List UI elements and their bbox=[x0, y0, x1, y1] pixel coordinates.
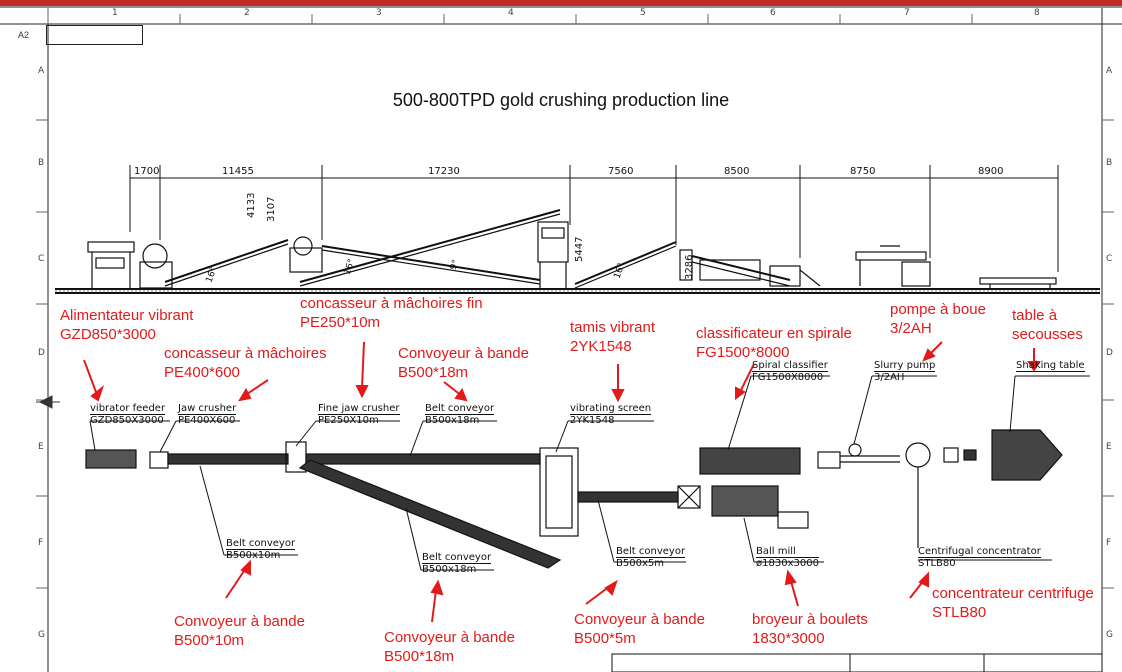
column-number: 2 bbox=[244, 8, 250, 18]
row-letter: G bbox=[38, 630, 45, 640]
row-letter: A bbox=[1106, 66, 1113, 76]
leader-lines bbox=[89, 375, 1090, 571]
dimension-label: 17230 bbox=[428, 166, 460, 177]
top-red-bar bbox=[0, 0, 1122, 6]
column-number: 1 bbox=[112, 8, 118, 18]
column-number: 8 bbox=[1034, 8, 1040, 18]
drawing-number-box bbox=[46, 25, 143, 45]
column-number: 4 bbox=[508, 8, 514, 18]
row-letter: C bbox=[1106, 254, 1113, 264]
vertical-dimension: 3107 bbox=[266, 196, 277, 222]
dimension-label: 1700 bbox=[134, 166, 160, 177]
row-letter: E bbox=[1106, 442, 1112, 452]
row-letter: F bbox=[38, 538, 44, 548]
sheet-frame bbox=[0, 6, 1122, 672]
ruler-ticks bbox=[36, 8, 1114, 589]
dimension-label: 8900 bbox=[978, 166, 1004, 177]
red-arrows bbox=[83, 341, 1041, 623]
dimension-label: 7560 bbox=[608, 166, 634, 177]
elevation-equipment bbox=[87, 209, 1057, 289]
dimension-label: 8500 bbox=[724, 166, 750, 177]
vertical-dimension: 5447 bbox=[574, 236, 585, 262]
column-number: 3 bbox=[376, 8, 382, 18]
row-letter: G bbox=[1106, 630, 1113, 640]
dimension-label: 11455 bbox=[222, 166, 254, 177]
column-number: 6 bbox=[770, 8, 776, 18]
dimension-label: 8750 bbox=[850, 166, 876, 177]
row-letter: B bbox=[1106, 158, 1113, 168]
diagram-title: 500-800TPD gold crushing production line bbox=[392, 90, 730, 110]
row-letter: D bbox=[38, 348, 45, 358]
center-mark bbox=[36, 395, 60, 409]
title-block bbox=[611, 653, 1103, 672]
row-letter: B bbox=[38, 158, 45, 168]
frame-label: A2 bbox=[18, 30, 30, 40]
vertical-dimension: 3286 bbox=[684, 254, 695, 280]
column-number: 5 bbox=[640, 8, 646, 18]
vertical-dimension: 4133 bbox=[246, 192, 257, 218]
label-shaking-table: Shaking table bbox=[1016, 360, 1085, 372]
ground-line bbox=[55, 288, 1100, 294]
column-number: 7 bbox=[904, 8, 910, 18]
dimension-line bbox=[129, 165, 1059, 272]
plan-view bbox=[85, 429, 1063, 569]
row-letter: F bbox=[1106, 538, 1112, 548]
row-letter: C bbox=[38, 254, 45, 264]
row-letter: A bbox=[38, 66, 45, 76]
row-letter: E bbox=[38, 442, 44, 452]
row-letter: D bbox=[1106, 348, 1113, 358]
